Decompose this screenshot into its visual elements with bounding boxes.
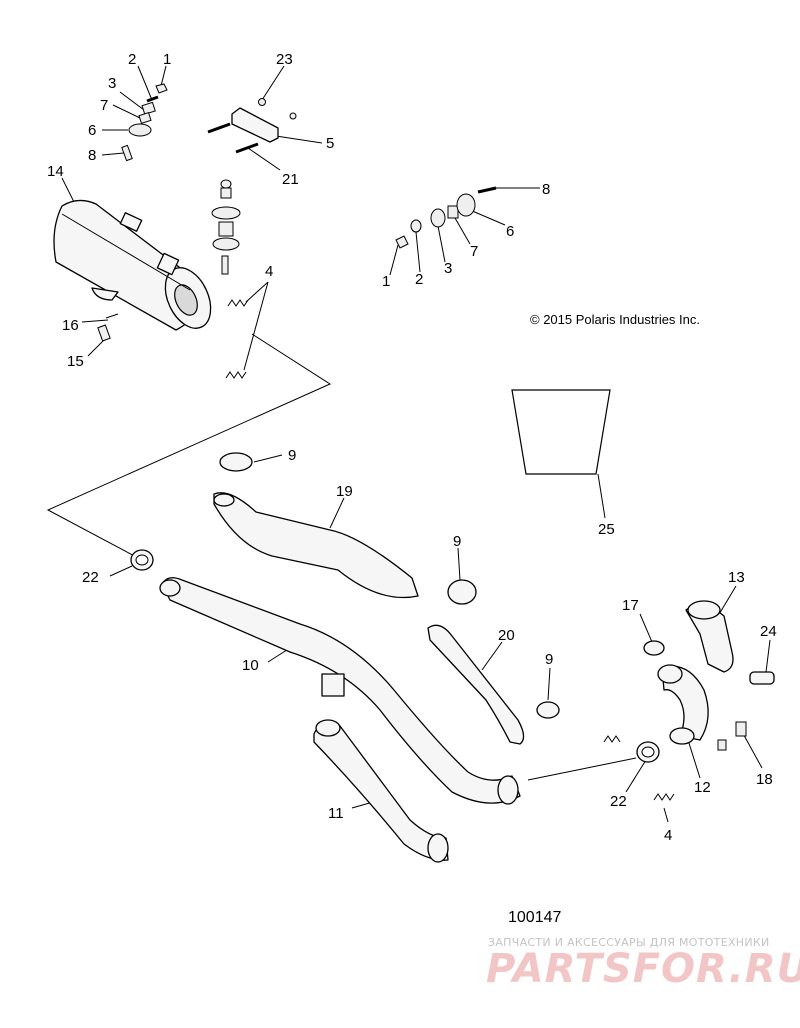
elbow-pipe-part-12	[657, 664, 709, 745]
callout-11: 11	[328, 805, 344, 822]
callout-15: 15	[67, 353, 84, 370]
plug-part-24	[749, 671, 775, 685]
isolator-sleeve	[220, 187, 232, 199]
bracket-assembly	[207, 98, 297, 154]
isolator-grommet	[212, 237, 240, 251]
grommet-part-6b	[456, 193, 476, 217]
callout-1: 1	[382, 273, 390, 290]
bolt-part-8b	[477, 186, 497, 194]
right-hardware-stack	[395, 186, 497, 249]
muffler-hardware	[97, 313, 119, 342]
nut-part-1b	[395, 235, 409, 249]
heat-shield-part-20	[427, 624, 525, 745]
callout-6: 6	[506, 223, 514, 240]
spring-small	[603, 735, 621, 743]
flange-pipe-part-13	[685, 600, 734, 673]
bolt-part-21	[235, 142, 259, 154]
bushing-part-7	[138, 112, 152, 124]
spring-part-4-lower	[653, 793, 675, 801]
bolt-left	[207, 122, 231, 134]
heat-shield-part-19	[213, 492, 419, 599]
clamp-part-9-low	[536, 701, 560, 719]
callout-7: 7	[100, 97, 108, 114]
isolator-nut	[220, 179, 232, 189]
callout-9: 9	[288, 447, 296, 464]
callout-labels: 1 2 3 7 6 8 23 5 21 14 4 16 15 8 6 7 3 2…	[47, 51, 777, 844]
washer-part-2	[146, 95, 159, 103]
callout-14: 14	[47, 163, 64, 180]
callout-6: 6	[88, 122, 96, 139]
watermark-brand: PARTSFOR.RU	[486, 946, 800, 992]
callout-20: 20	[498, 627, 515, 644]
isolator-bolt	[221, 255, 229, 275]
head-pipe-part-10	[159, 577, 521, 805]
callout-9: 9	[545, 651, 553, 668]
callout-3: 3	[444, 260, 452, 277]
callout-24: 24	[760, 623, 777, 640]
callout-8: 8	[542, 181, 550, 198]
gasket-part-17	[643, 640, 665, 656]
nut-small	[289, 112, 297, 120]
callout-22: 22	[610, 793, 627, 810]
isolator-stack	[211, 179, 241, 275]
callout-16: 16	[62, 317, 79, 334]
watermark-tagline: ЗАПЧАСТИ И АКСЕССУАРЫ ДЛЯ МОТОТЕХНИКИ	[488, 936, 770, 949]
nut-part-23	[258, 98, 266, 106]
callout-3: 3	[108, 75, 116, 92]
callout-19: 19	[336, 483, 353, 500]
callout-1: 1	[163, 51, 171, 68]
callout-4: 4	[664, 827, 672, 844]
bushing-part-7b	[447, 205, 459, 219]
callout-4: 4	[265, 263, 273, 280]
callout-2: 2	[128, 51, 136, 68]
nut-part-1	[155, 83, 168, 94]
bracket-part-5	[231, 107, 279, 143]
callout-13: 13	[728, 569, 745, 586]
bolt-part-8	[121, 144, 133, 162]
sensor-part-18	[717, 721, 747, 751]
callout-22: 22	[82, 569, 99, 586]
pipe-bracket	[321, 673, 345, 697]
callout-10: 10	[242, 657, 259, 674]
springs-top	[225, 299, 249, 379]
mid-pipe-part-11	[313, 719, 449, 863]
callout-2: 2	[415, 271, 423, 288]
callout-12: 12	[694, 779, 711, 796]
clamp-part-9-mid	[447, 579, 477, 605]
callout-9: 9	[453, 533, 461, 550]
callout-5: 5	[326, 135, 334, 152]
spacer-part-3	[141, 101, 156, 115]
callout-23: 23	[276, 51, 293, 68]
callout-17: 17	[622, 597, 639, 614]
isolator-washer	[211, 206, 241, 220]
callout-25: 25	[598, 521, 615, 538]
callout-21: 21	[282, 171, 299, 188]
muffler-part-14	[53, 199, 212, 331]
callout-18: 18	[756, 771, 773, 788]
label-part-25	[511, 389, 611, 475]
washer-part-2b	[410, 219, 422, 233]
grommet-part-6	[128, 123, 152, 137]
spacer-part-3b	[430, 208, 446, 228]
callout-8: 8	[88, 147, 96, 164]
callout-7: 7	[470, 243, 478, 260]
isolator-body	[218, 221, 234, 237]
clamp-part-9-top	[219, 452, 253, 472]
copyright-notice: © 2015 Polaris Industries Inc.	[530, 312, 700, 327]
diagram-number: 100147	[508, 909, 561, 926]
top-left-hardware-stack	[121, 83, 168, 162]
leader-lines	[46, 65, 771, 823]
